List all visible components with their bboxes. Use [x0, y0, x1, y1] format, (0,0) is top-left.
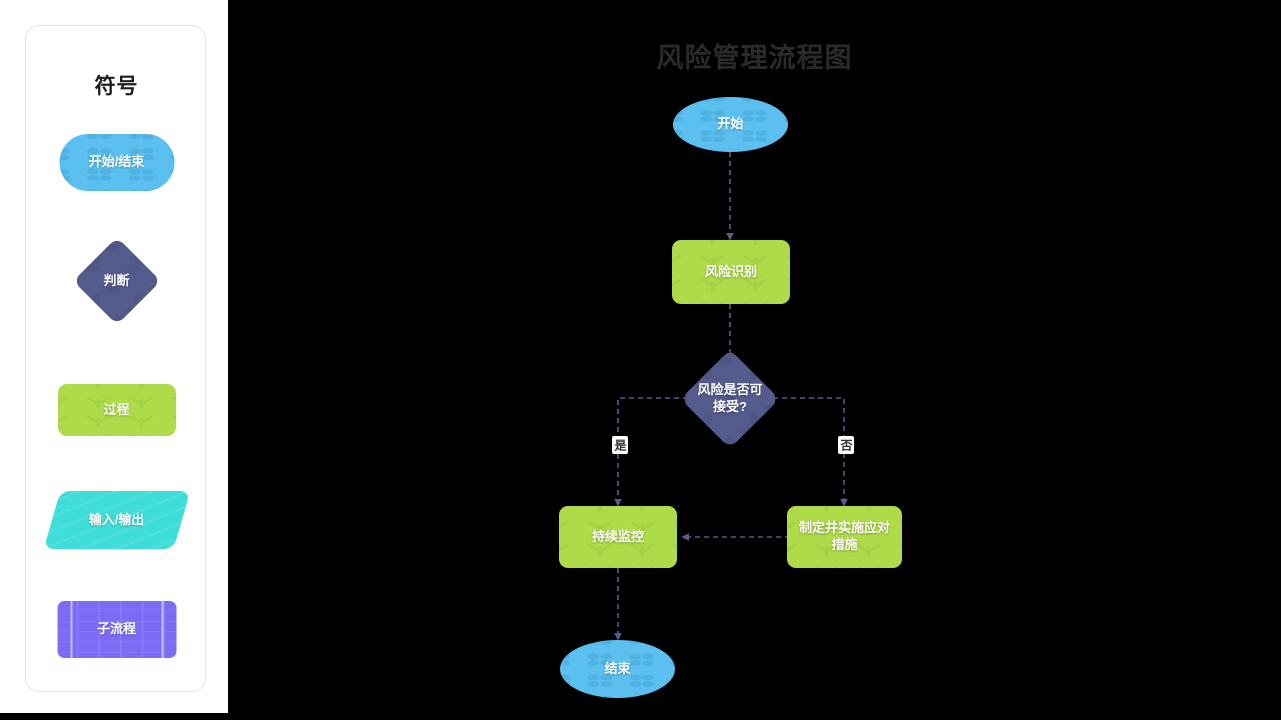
legend-label-decision: 判断 [103, 272, 130, 288]
flowchart-canvas: 风险管理流程图 是 否 [228, 0, 1281, 720]
bottom-strip [0, 713, 228, 720]
node-mitigation-measures-label: 制定并实施应对措施 [799, 520, 891, 552]
clover-pattern-icon [560, 640, 675, 698]
legend-title: 符号 [94, 75, 139, 98]
legend-sidebar: 符号 开始/结束 [0, 0, 228, 713]
chart-title: 风险管理流程图 [656, 43, 853, 73]
node-continuous-monitoring[interactable]: 持续监控 [559, 506, 677, 568]
node-risk-acceptable-decision-label: 风险是否可接受? [697, 382, 763, 414]
legend-card: 符号 开始/结束 [25, 25, 206, 692]
legend-shape-process: 过程 [57, 384, 176, 436]
chevron-pattern-icon [787, 506, 902, 568]
legend-label-io: 输入/输出 [88, 511, 145, 527]
clover-pattern-icon [673, 97, 788, 152]
node-risk-acceptable-decision[interactable]: 风险是否可接受? [660, 349, 800, 449]
legend-shape-terminator: 开始/结束 [59, 134, 174, 191]
node-start[interactable]: 开始 [673, 97, 788, 152]
branch-label-no: 否 [838, 436, 854, 454]
node-risk-identification[interactable]: 风险识别 [672, 240, 790, 304]
legend-label-process: 过程 [103, 401, 130, 417]
legend-item-terminator[interactable]: 开始/结束 [26, 134, 207, 196]
legend-label-terminator: 开始/结束 [88, 154, 145, 170]
legend-item-process[interactable]: 过程 [26, 384, 207, 446]
node-continuous-monitoring-label: 持续监控 [591, 528, 644, 544]
legend-item-decision[interactable]: 判断 [26, 237, 207, 328]
chevron-pattern-icon [672, 240, 790, 304]
legend-shape-io: 输入/输出 [43, 491, 190, 549]
legend-item-subprocess[interactable]: 子流程 [26, 601, 207, 663]
legend-shape-subprocess: 子流程 [57, 601, 176, 658]
legend-shape-decision: 判断 [62, 237, 172, 325]
node-mitigation-measures[interactable]: 制定并实施应对措施 [787, 506, 902, 568]
node-risk-identification-label: 风险识别 [704, 263, 757, 279]
node-start-label: 开始 [717, 116, 744, 132]
legend-label-subprocess: 子流程 [96, 621, 136, 637]
node-end[interactable]: 结束 [560, 640, 675, 698]
chevron-pattern-icon [559, 506, 677, 568]
legend-item-io[interactable]: 输入/输出 [26, 491, 207, 553]
node-end-label: 结束 [604, 660, 631, 676]
branch-label-yes: 是 [612, 436, 628, 454]
